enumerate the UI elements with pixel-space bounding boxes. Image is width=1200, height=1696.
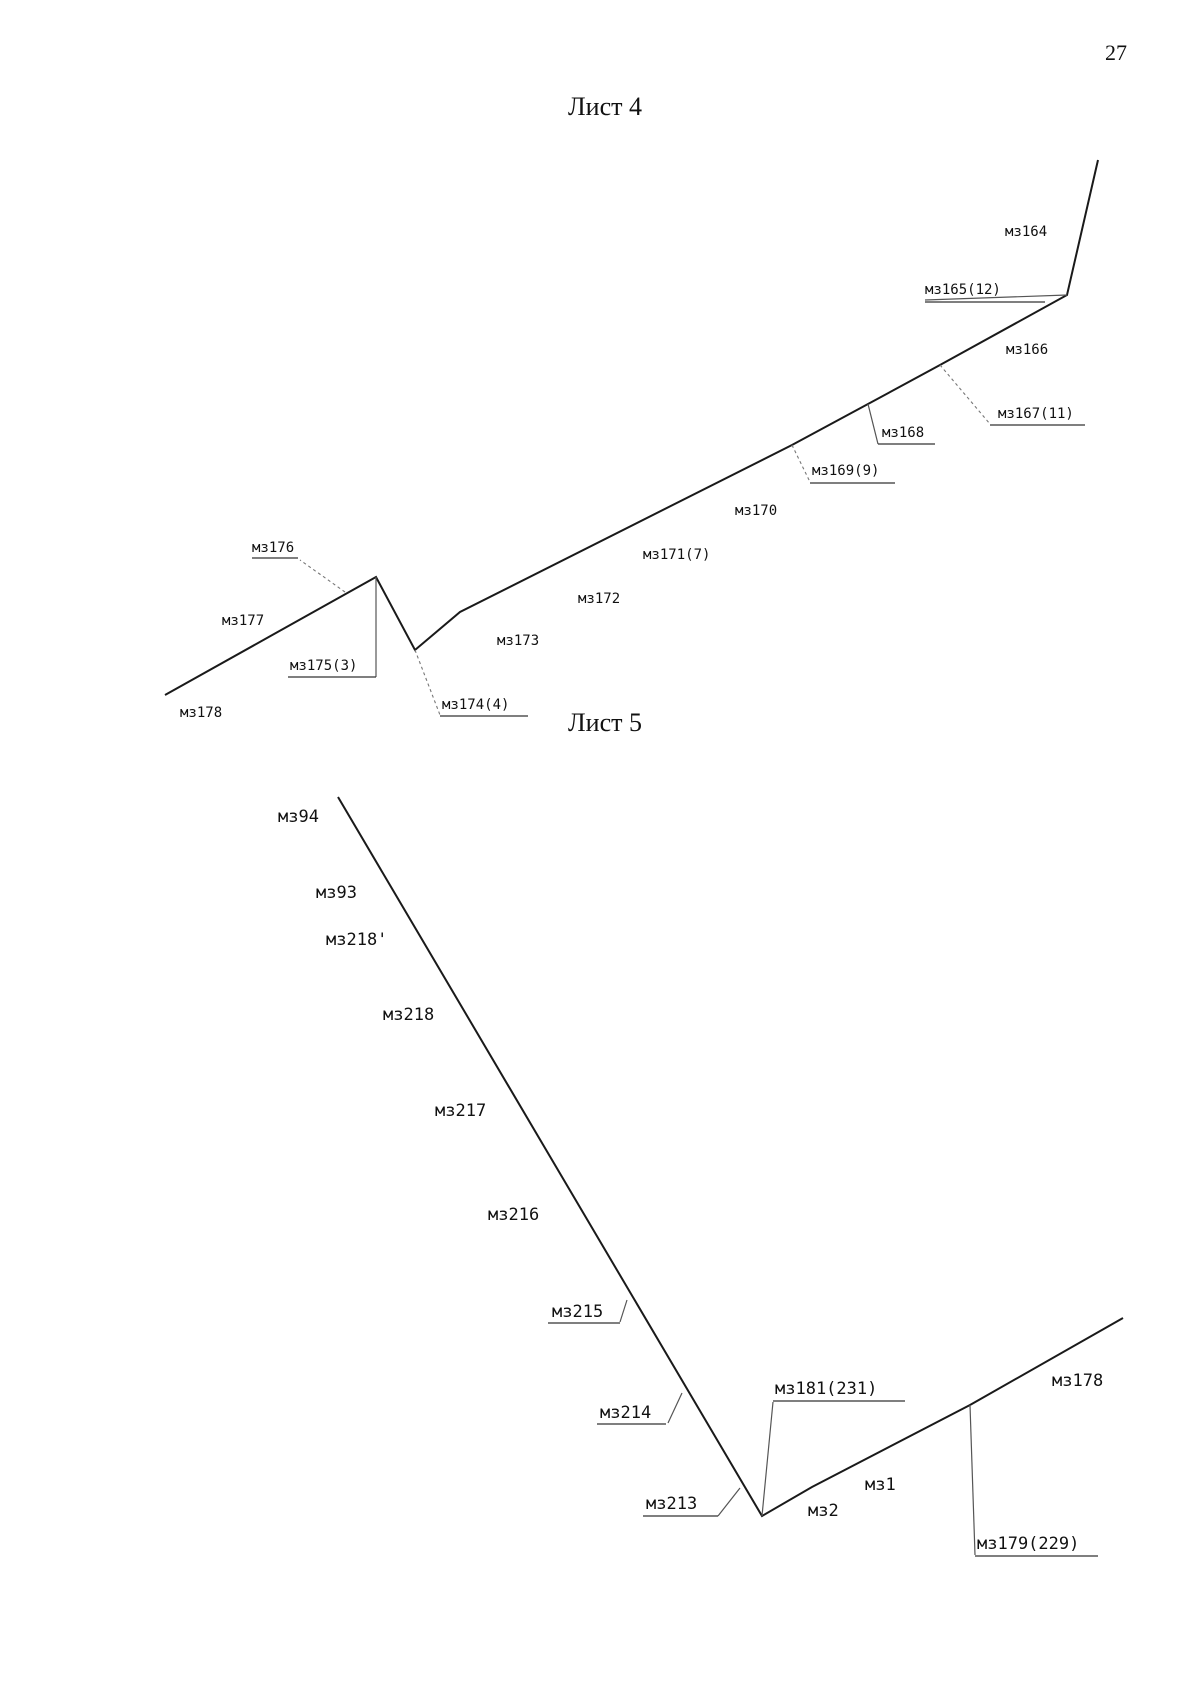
leader-m181 bbox=[761, 1401, 774, 1517]
label-m218: мз218 bbox=[383, 1005, 434, 1025]
label-m215: мз215 bbox=[552, 1302, 603, 1322]
label-m164: мз164 bbox=[1005, 224, 1047, 240]
label-m168: мз168 bbox=[882, 425, 924, 441]
label-m167: мз167(11) bbox=[998, 406, 1074, 422]
label-m176: мз176 bbox=[252, 540, 294, 556]
label-m175: мз175(3) bbox=[290, 658, 357, 674]
label-m166: мз166 bbox=[1006, 342, 1048, 358]
label-m178: мз178 bbox=[1052, 1371, 1103, 1391]
sheet-5-title: Лист 5 bbox=[568, 708, 642, 737]
label-m2: мз2 bbox=[808, 1501, 839, 1521]
label-m172: мз172 bbox=[578, 591, 620, 607]
label-m179: мз179(229) bbox=[977, 1534, 1079, 1554]
label-m218-prime: мз218' bbox=[326, 930, 387, 950]
label-m177: мз177 bbox=[222, 613, 264, 629]
leader-m165 bbox=[924, 294, 1068, 301]
sheet-4-diagram: мз164 мз165(12) мз166 мз167(11) мз168 мз… bbox=[164, 159, 1099, 721]
leader-m215 bbox=[619, 1299, 628, 1323]
label-m165: мз165(12) bbox=[925, 282, 1001, 298]
sheet-4-boundary-line bbox=[164, 159, 1099, 696]
leader-m167 bbox=[939, 364, 991, 425]
label-m94: мз94 bbox=[278, 807, 319, 827]
label-m213: мз213 bbox=[646, 1494, 697, 1514]
label-m217: мз217 bbox=[435, 1101, 486, 1121]
label-m1: мз1 bbox=[865, 1475, 896, 1495]
leader-m169 bbox=[791, 444, 811, 483]
sheet-5-diagram: мз94 мз93 мз218' мз218 мз217 мз216 мз215… bbox=[278, 796, 1124, 1557]
sheet-5-boundary-line bbox=[337, 796, 1124, 1518]
leader-m213 bbox=[717, 1487, 741, 1517]
leader-m176 bbox=[299, 559, 346, 593]
label-m181: мз181(231) bbox=[775, 1379, 877, 1399]
label-m174: мз174(4) bbox=[442, 697, 509, 713]
sheet-4-title: Лист 4 bbox=[568, 92, 642, 121]
leader-m168 bbox=[867, 403, 879, 445]
leader-m179 bbox=[969, 1404, 976, 1556]
label-m216: мз216 bbox=[488, 1205, 539, 1225]
label-m169: мз169(9) bbox=[812, 463, 879, 479]
label-m173: мз173 bbox=[497, 633, 539, 649]
label-m170: мз170 bbox=[735, 503, 777, 519]
leader-m174 bbox=[414, 649, 441, 716]
label-m93: мз93 bbox=[316, 883, 357, 903]
label-m171: мз171(7) bbox=[643, 547, 710, 563]
label-m178: мз178 bbox=[180, 705, 222, 721]
label-m214: мз214 bbox=[600, 1403, 651, 1423]
leader-m214 bbox=[667, 1392, 683, 1424]
page-number: 27 bbox=[1105, 40, 1127, 65]
